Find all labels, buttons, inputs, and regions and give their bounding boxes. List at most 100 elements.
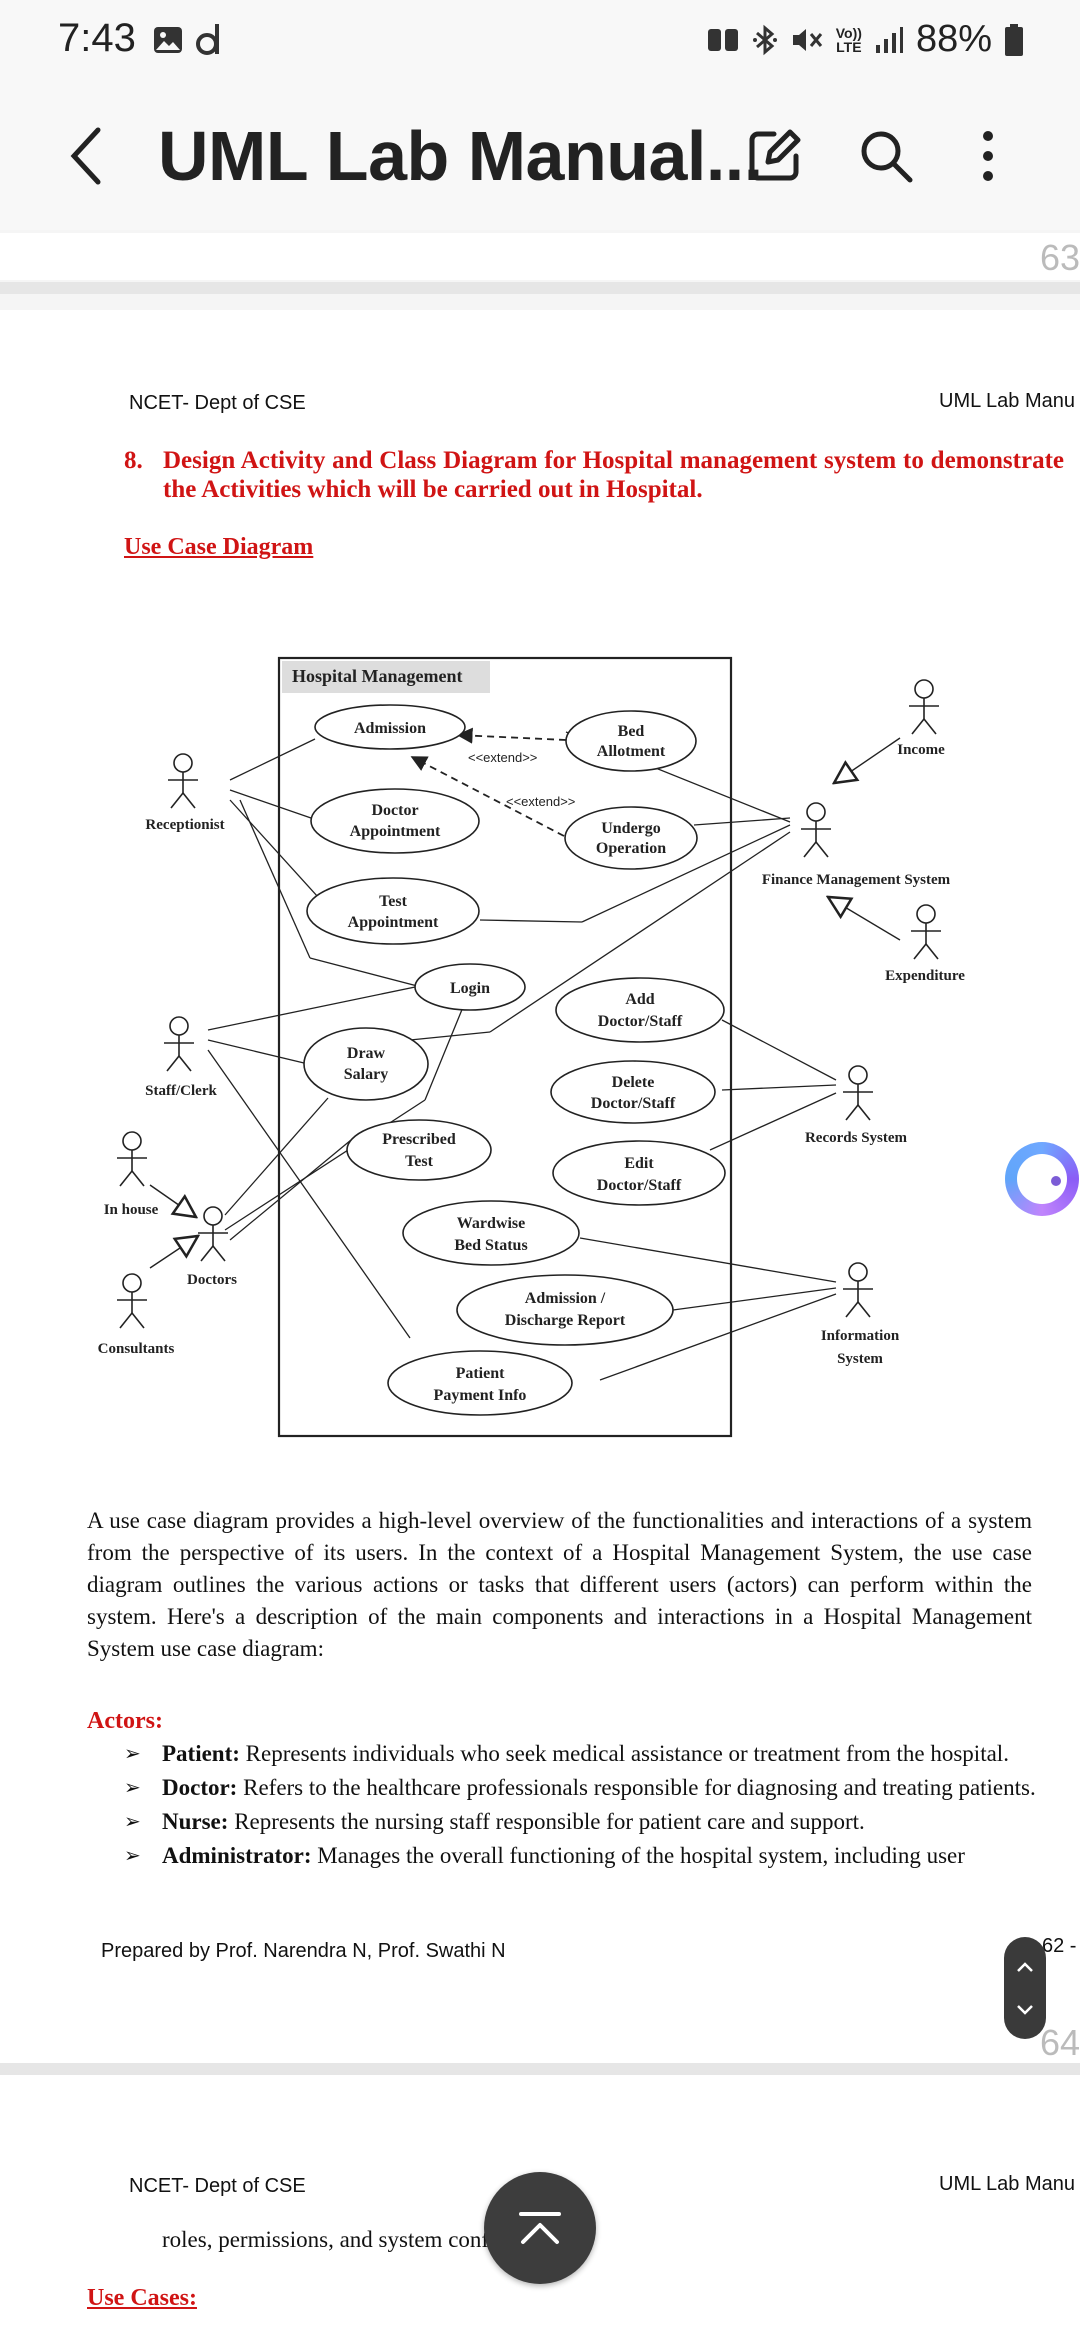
mute-icon xyxy=(792,28,822,51)
actors-list: ➢Patient: Represents individuals who see… xyxy=(124,1738,1044,1874)
signal-icon xyxy=(875,26,903,53)
system-name: Hospital Management xyxy=(292,666,463,686)
svg-text:Patient: Patient xyxy=(456,1365,506,1382)
actor-finance-management-system: Finance Management System xyxy=(762,802,951,888)
actor-in-house: In house xyxy=(104,1131,159,1218)
svg-text:Expenditure: Expenditure xyxy=(885,968,965,984)
svg-text:System: System xyxy=(837,1351,883,1367)
svg-text:Operation: Operation xyxy=(596,840,666,857)
previous-page-strip: 63 xyxy=(0,233,1080,280)
svg-text:Delete: Delete xyxy=(612,1074,655,1091)
vibrate-icon xyxy=(707,28,738,51)
page-divider xyxy=(0,282,1080,294)
chevron-down-icon[interactable] xyxy=(1016,2004,1034,2016)
svg-text:Income: Income xyxy=(897,742,945,758)
document-title: UML Lab Manual... xyxy=(158,117,763,195)
edit-icon xyxy=(749,129,801,181)
scroll-to-top-button[interactable] xyxy=(484,2172,596,2284)
svg-text:Login: Login xyxy=(450,980,490,997)
use-cases-title: Use Cases: xyxy=(87,2285,197,2311)
bluetooth-icon xyxy=(752,24,777,55)
extend-relations xyxy=(410,727,567,837)
list-item: ➢Doctor: Refers to the healthcare profes… xyxy=(124,1772,1044,1804)
use-case-draw-salary: Draw Salary xyxy=(303,1027,429,1101)
use-case-bed-allotment: Bed Allotment xyxy=(565,710,697,772)
search-icon xyxy=(861,131,913,183)
actor-consultants: Consultants xyxy=(98,1273,175,1357)
svg-text:Consultants: Consultants xyxy=(98,1341,175,1357)
actor-information-system: Information System xyxy=(821,1262,900,1367)
use-case-diagram: Hospital Management xyxy=(98,656,965,1438)
gallery-icon xyxy=(154,27,182,53)
svg-text:Appointment: Appointment xyxy=(350,823,441,840)
edit-button[interactable] xyxy=(734,116,814,196)
svg-text:Prescribed: Prescribed xyxy=(382,1131,456,1148)
svg-text:Admission /: Admission / xyxy=(525,1290,606,1307)
list-item: ➢Nurse: Represents the nursing staff res… xyxy=(124,1806,1044,1838)
svg-text:Staff/Clerk: Staff/Clerk xyxy=(145,1083,217,1099)
svg-text:Add: Add xyxy=(625,991,654,1008)
description-paragraph: A use case diagram provides a high-level… xyxy=(87,1508,1032,1661)
bullet-arrow-icon: ➢ xyxy=(124,1777,141,1799)
page-header-left: NCET- Dept of CSE xyxy=(129,2175,306,2197)
chevron-up-icon[interactable] xyxy=(1016,1961,1034,1973)
svg-text:Payment Info: Payment Info xyxy=(434,1387,527,1404)
svg-text:Doctors: Doctors xyxy=(187,1272,237,1288)
footer-page-number: 62 - xyxy=(1042,1935,1077,1957)
svg-text:Wardwise: Wardwise xyxy=(457,1215,525,1232)
extend-label-1: <<extend>> xyxy=(468,750,537,765)
svg-text:Doctor/Staff: Doctor/Staff xyxy=(597,1177,682,1194)
scroll-top-icon xyxy=(519,2212,561,2244)
search-button[interactable] xyxy=(846,116,926,196)
use-case-wardwise-bed-status: Wardwise Bed Status xyxy=(402,1200,580,1266)
app-bar: UML Lab Manual... xyxy=(0,80,1080,230)
page-header-right: UML Lab Manu xyxy=(939,2173,1075,2195)
status-left-icons xyxy=(152,22,224,58)
svg-text:Doctor/Staff: Doctor/Staff xyxy=(598,1013,683,1030)
volte-indicator: Vo)) LTE xyxy=(835,24,862,55)
use-case-admission: Admission xyxy=(314,704,466,750)
more-options-button[interactable] xyxy=(948,116,1028,196)
system-name-box xyxy=(282,661,490,693)
bullet-arrow-icon: ➢ xyxy=(124,1845,141,1867)
assistant-icon xyxy=(1017,1154,1067,1204)
use-case-prescribed-test: Prescribed Test xyxy=(346,1119,492,1181)
heading-text: Design Activity and Class Diagram for Ho… xyxy=(163,447,1064,503)
use-case-doctor-appointment: Doctor Appointment xyxy=(310,788,480,854)
actor-expenditure: Expenditure xyxy=(885,904,965,984)
list-item: ➢Administrator: Manages the overall func… xyxy=(124,1840,1044,1872)
svg-text:Bed Status: Bed Status xyxy=(454,1237,527,1254)
d-app-icon xyxy=(196,24,219,55)
extend-label-2: <<extend>> xyxy=(506,794,575,809)
page-divider xyxy=(0,2063,1080,2075)
use-case-admission-discharge-report: Admission / Discharge Report xyxy=(456,1274,674,1346)
svg-text:Appointment: Appointment xyxy=(348,914,439,931)
use-case-edit-staff: Edit Doctor/Staff xyxy=(552,1140,726,1206)
back-button[interactable] xyxy=(56,118,116,194)
actor-staff-clerk: Staff/Clerk xyxy=(145,1016,217,1099)
svg-text:Salary: Salary xyxy=(344,1066,388,1083)
svg-text:Discharge Report: Discharge Report xyxy=(505,1312,626,1329)
list-item: ➢Patient: Represents individuals who see… xyxy=(124,1738,1044,1770)
actor-doctors: Doctors xyxy=(187,1206,237,1288)
actor-records-system: Records System xyxy=(805,1065,908,1146)
svg-text:Test: Test xyxy=(405,1153,434,1170)
svg-text:Draw: Draw xyxy=(347,1045,386,1062)
more-vert-icon xyxy=(983,131,993,181)
page-number: 63 xyxy=(1039,237,1080,278)
svg-text:In house: In house xyxy=(104,1202,159,1218)
page-number: 64 xyxy=(1039,2022,1080,2063)
chevron-left-icon xyxy=(70,127,101,185)
actors-heading: Actors: xyxy=(87,1708,163,1734)
svg-text:Bed: Bed xyxy=(618,723,645,740)
svg-text:Allotment: Allotment xyxy=(597,743,666,760)
svg-text:Doctor: Doctor xyxy=(371,802,418,819)
page-scroller[interactable] xyxy=(1004,1937,1046,2039)
use-case-delete-staff: Delete Doctor/Staff xyxy=(550,1060,716,1124)
assistant-bubble-button[interactable] xyxy=(1005,1142,1079,1216)
actor-receptionist: Receptionist xyxy=(145,753,225,833)
svg-text:Admission: Admission xyxy=(354,720,426,737)
actor-income: Income xyxy=(897,679,945,758)
page-header-left: NCET- Dept of CSE xyxy=(129,392,306,414)
status-bar: 7:43 Vo)) LTE xyxy=(0,0,1080,80)
